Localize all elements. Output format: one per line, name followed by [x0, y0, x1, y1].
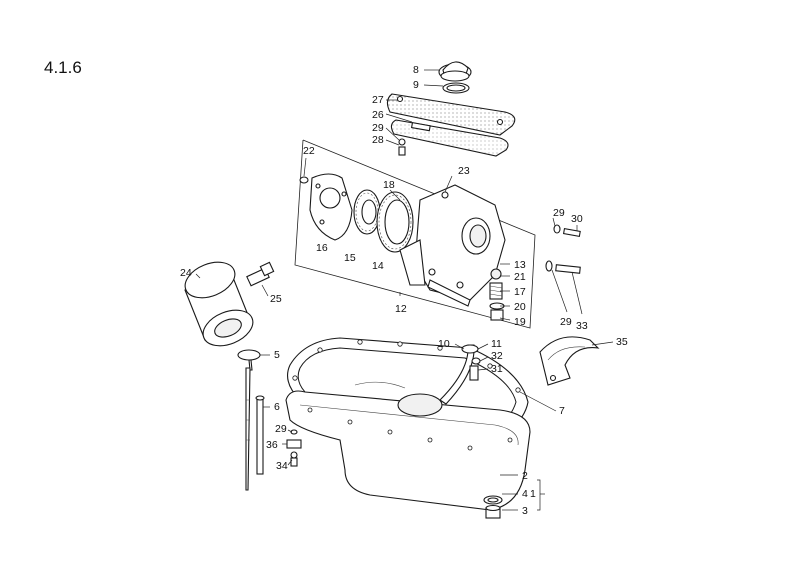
callout-30: 30: [571, 213, 583, 225]
callout-7: 7: [559, 405, 565, 417]
callout-10: 10: [438, 338, 450, 350]
filler-cap-seal: [442, 82, 470, 94]
cover-screw: [398, 138, 406, 156]
oil-filler-cap: [438, 61, 472, 82]
figure-number: 4.1.6: [44, 58, 82, 77]
pump-bolt-upper: [553, 224, 581, 237]
callout-23: 23: [458, 165, 470, 177]
callout-24: 24: [180, 267, 192, 279]
callout-17: 17: [514, 286, 526, 298]
callout-18: 18: [383, 179, 395, 191]
callout-13: 13: [514, 259, 526, 271]
callout-12: 12: [395, 303, 407, 315]
callout-29-tube: 29: [275, 423, 287, 435]
callout-9: 9: [413, 79, 419, 91]
callout-29-bolt-lower: 29: [560, 316, 572, 328]
callout-5: 5: [274, 349, 280, 361]
callout-6: 6: [274, 401, 280, 413]
cover-gasket: [390, 119, 509, 157]
drain-plug: [483, 495, 503, 519]
callout-16: 16: [316, 242, 328, 254]
leader-lines: [195, 69, 614, 511]
callout-27: 27: [372, 94, 384, 106]
relief-ball: [490, 268, 502, 280]
callout-25: 25: [270, 293, 282, 305]
callout-labels: 1 2 3 4 5 6 7 8 9 10 11 12 13 14 15 16 1…: [180, 64, 628, 517]
filter-fitting: [246, 261, 275, 287]
callout-20: 20: [514, 301, 526, 313]
callout-22: 22: [303, 145, 315, 157]
callout-33: 33: [576, 320, 588, 332]
dipstick: [237, 349, 261, 491]
callout-29-cover: 29: [372, 122, 384, 134]
pump-bolt-lower: [545, 260, 581, 274]
plate-screw: [299, 176, 309, 184]
cover-plate: [386, 93, 516, 136]
callout-21: 21: [514, 271, 526, 283]
callout-29-bolt-upper: 29: [553, 207, 565, 219]
outer-rotor: [376, 191, 414, 253]
callout-19: 19: [514, 316, 526, 328]
oil-filter: [184, 261, 254, 347]
callout-3: 3: [522, 505, 528, 517]
callout-4: 4: [522, 488, 528, 500]
callout-36: 36: [266, 439, 278, 451]
mounting-plate: [309, 173, 353, 241]
inner-gear: [353, 189, 381, 235]
dipstick-tube: [255, 395, 265, 475]
heat-shield: [539, 336, 600, 386]
relief-plug: [489, 302, 505, 321]
oil-pump-body: [399, 184, 506, 307]
tube-hardware: [286, 429, 302, 467]
callout-28: 28: [372, 134, 384, 146]
callout-15: 15: [344, 252, 356, 264]
callout-31: 31: [491, 363, 503, 375]
callout-32: 32: [491, 350, 503, 362]
callout-8: 8: [413, 64, 419, 76]
callout-11: 11: [491, 338, 502, 350]
callout-2: 2: [522, 470, 528, 482]
callout-34: 34: [276, 460, 288, 472]
callout-14: 14: [372, 260, 384, 272]
callout-1: 1: [530, 488, 536, 500]
callout-35: 35: [616, 336, 628, 348]
callout-26: 26: [372, 109, 384, 121]
